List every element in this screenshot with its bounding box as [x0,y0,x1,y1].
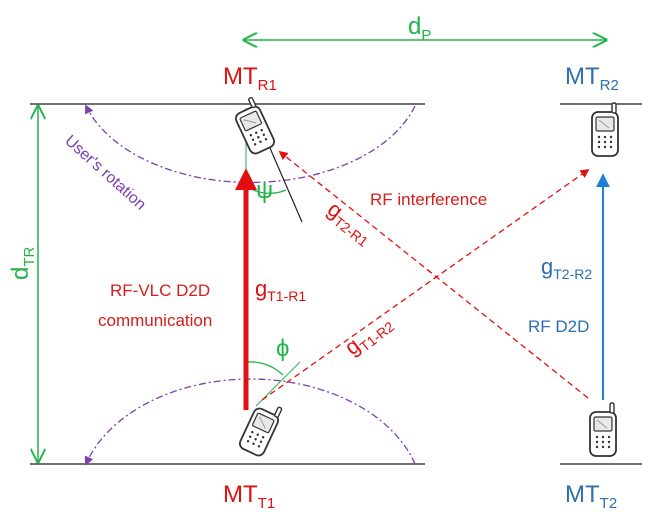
link-t2-r1 [278,150,589,399]
rotation-arc-top [85,104,416,184]
rotation-arc-bottom [84,378,416,466]
phone-normal-r1 [269,147,303,223]
g-t2-r2-label: gT2-R2 [541,254,592,282]
rf-vlc-label-line2: communication [98,311,212,330]
mt-t2-label: MTT2 [565,481,617,512]
g-t1-r1-label: gT1-R1 [255,276,306,304]
psi-label: ψ [256,177,273,204]
phi-label: ϕ [276,335,289,362]
mobile-phone-icon [591,102,619,157]
mt-r1-label: MTR1 [223,63,277,94]
g-t1-r2-label: gT1-R2 [340,309,398,363]
rf-interference-label: RF interference [370,190,487,209]
mobile-phone-icon [229,95,277,157]
rf-vlc-label-line1: RF-VLC D2D [110,281,210,300]
mt-t1-label: MTT1 [223,481,275,512]
users-rotation-label: User's rotation [61,132,149,213]
link-t1-r2 [261,168,590,401]
rf-d2d-label: RF D2D [528,317,589,336]
phi-arc [245,361,284,376]
dp-label: dP [408,13,431,44]
mobile-phone-icon [589,402,617,457]
rf-vlc-arrowhead [235,168,257,190]
dtr-label: dTR [7,246,38,280]
mt-r2-label: MTR2 [565,63,619,94]
